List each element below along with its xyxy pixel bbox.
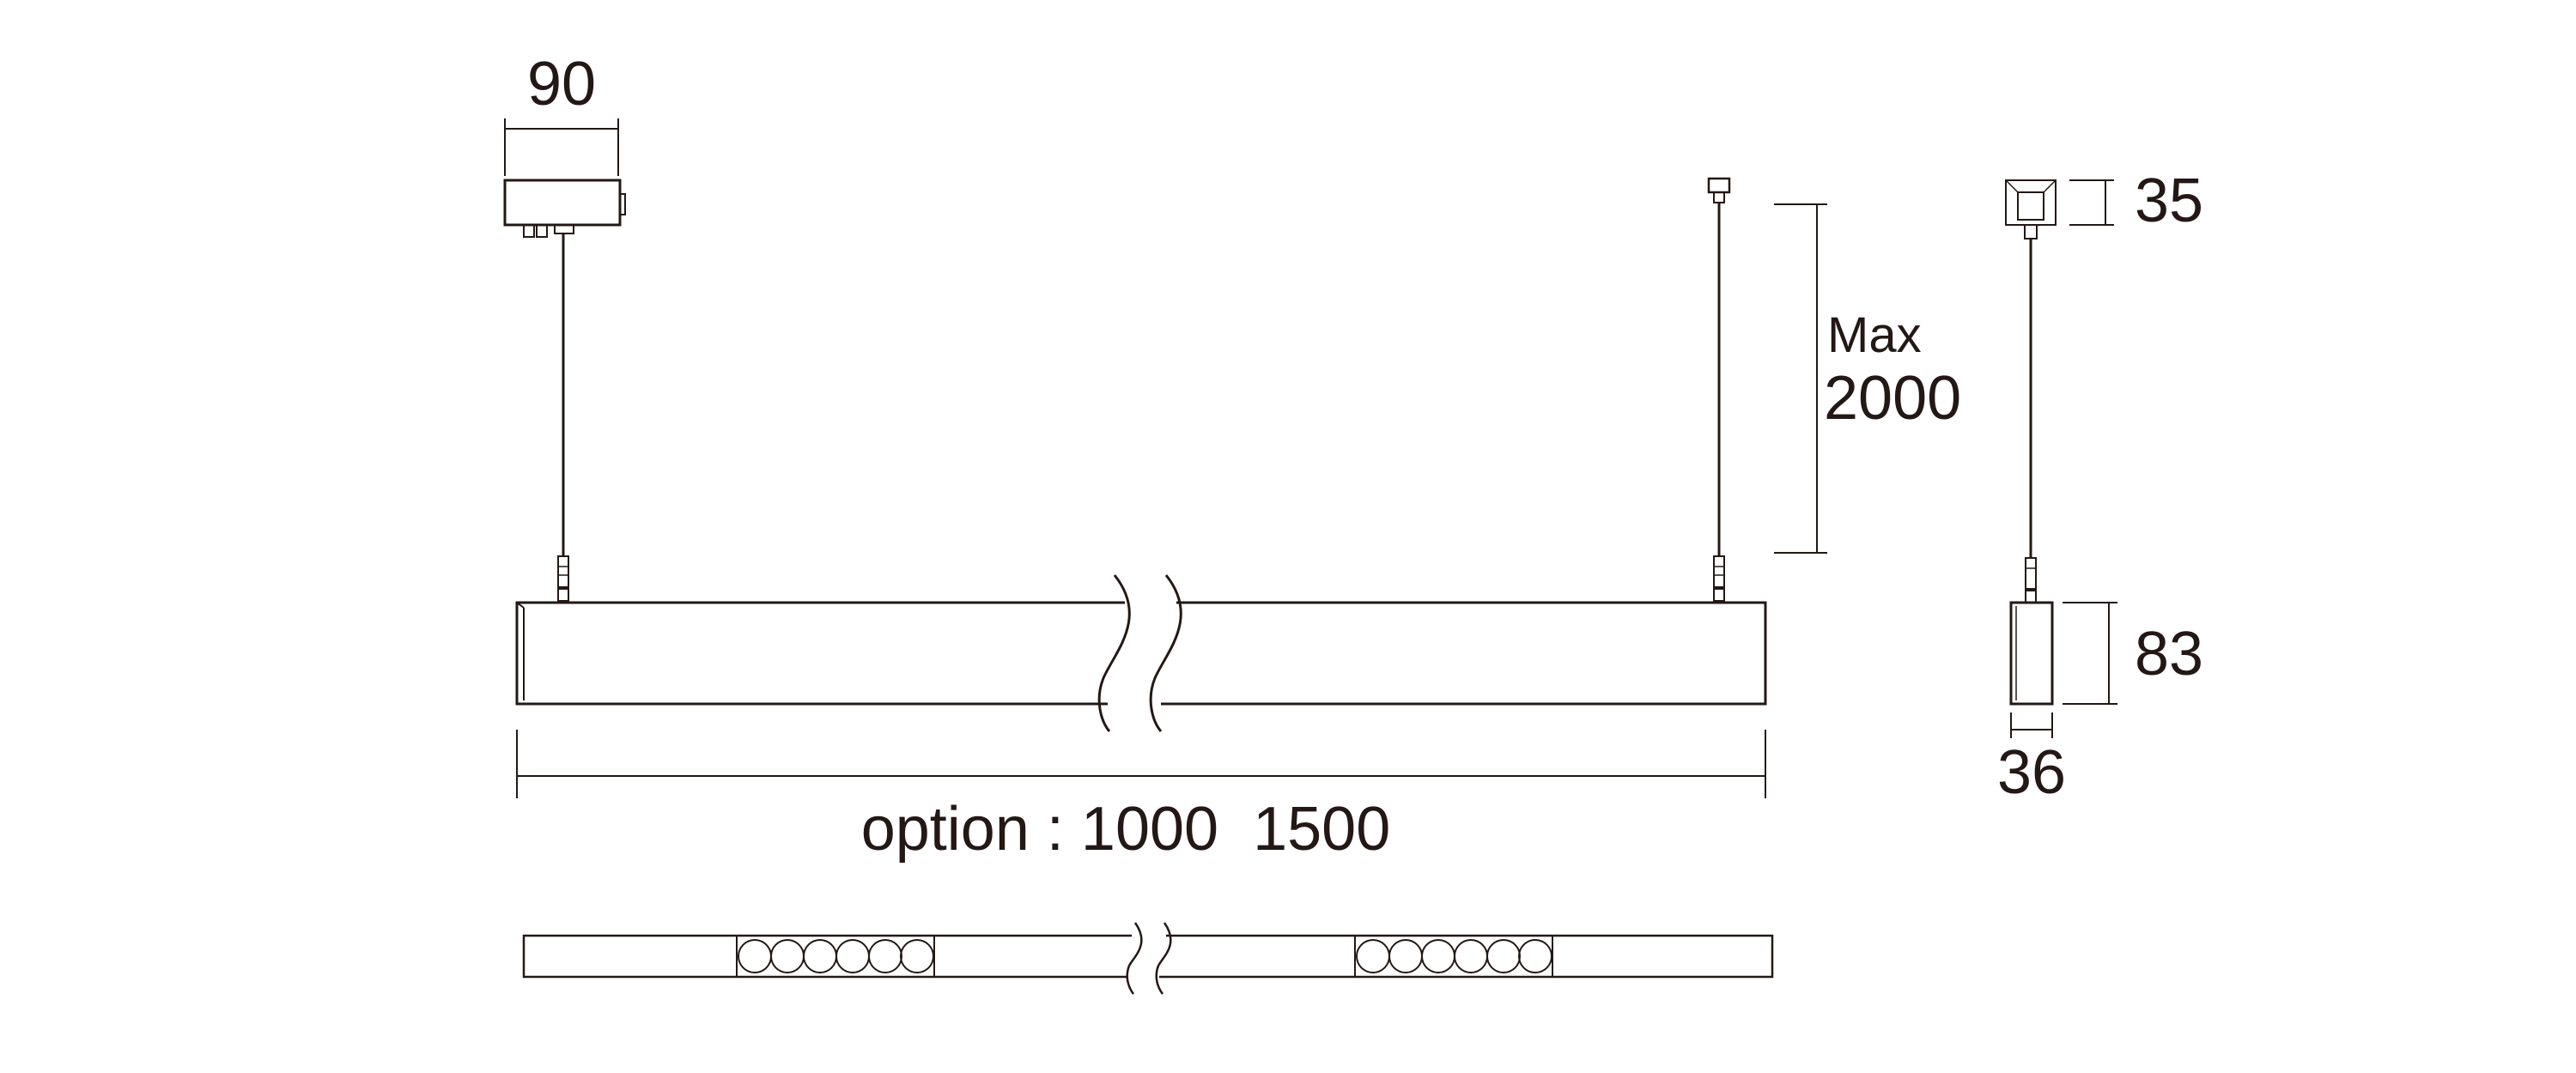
dimension-max-cable-length: Max 2000 (1774, 203, 1961, 554)
mount-width-label: 90 (527, 50, 596, 118)
track-adapter (503, 179, 626, 238)
left-suspension-cable (557, 233, 569, 602)
dimension-mount-width: 90 (504, 50, 619, 176)
side-body (2009, 601, 2054, 706)
led-module-left (736, 935, 935, 978)
bottom-view (522, 922, 1774, 995)
side-view: 35 83 36 (1997, 167, 2203, 807)
break-line-left (1097, 574, 1131, 732)
dimension-length: option : 1000 1500 (516, 730, 1766, 864)
max-label: Max (1827, 307, 1922, 363)
luminaire-body (515, 574, 1767, 732)
side-cable (2025, 239, 2037, 603)
front-view: 90 Max 2000 (503, 50, 1961, 864)
dimension-body-width: 36 (1997, 712, 2066, 807)
dimension-canopy-height: 35 (2069, 167, 2203, 235)
max-value-label: 2000 (1824, 364, 1961, 433)
body-width-label: 36 (1997, 738, 2066, 807)
break-line-right (1149, 574, 1182, 732)
bottom-break-right (1155, 922, 1172, 995)
canopy-height-label: 35 (2135, 167, 2203, 235)
body-height-label: 83 (2135, 620, 2203, 688)
dimension-body-height: 83 (2063, 602, 2203, 705)
bottom-break-left (1126, 922, 1143, 995)
option-label: option : 1000 1500 (861, 795, 1391, 864)
right-suspension-cable (1707, 177, 1731, 602)
led-module-right (1354, 935, 1553, 978)
side-canopy (2005, 179, 2057, 239)
